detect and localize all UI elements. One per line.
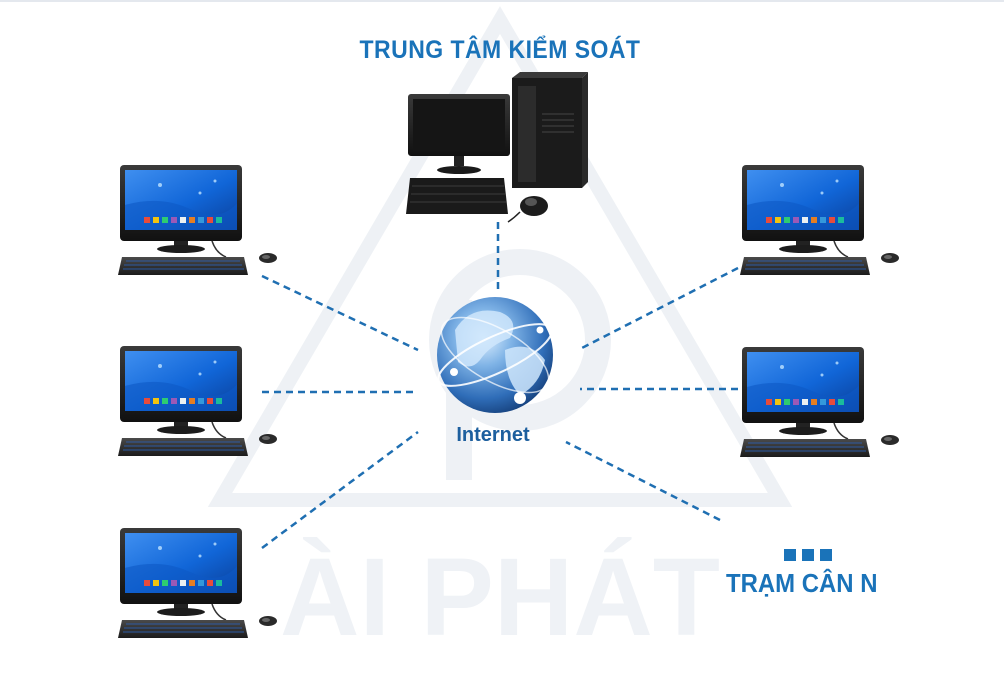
control-center-title: TRUNG TÂM KIỂM SOÁT xyxy=(359,36,641,64)
workstation-right-middle xyxy=(739,346,900,458)
control-center-computer xyxy=(406,72,588,223)
network-links xyxy=(261,222,739,550)
workstation-right-top xyxy=(739,164,900,276)
link-right-top xyxy=(577,266,739,352)
link-station-n xyxy=(565,440,721,522)
link-left-bottom xyxy=(261,430,419,550)
station-n-label: TRẠM CÂN N xyxy=(726,568,878,598)
link-left-top xyxy=(261,274,419,352)
watermark-text: ÀI PHÁT xyxy=(280,536,720,659)
ellipsis-dot xyxy=(784,549,796,561)
internet-label: Internet xyxy=(456,424,530,446)
ellipsis-dot xyxy=(820,549,832,561)
more-stations-ellipsis xyxy=(784,522,838,572)
ellipsis-dot xyxy=(802,549,814,561)
top-border xyxy=(0,0,1004,2)
globe-icon xyxy=(437,297,553,413)
workstation-left-bottom xyxy=(117,527,278,639)
workstation-left-top xyxy=(117,164,278,276)
